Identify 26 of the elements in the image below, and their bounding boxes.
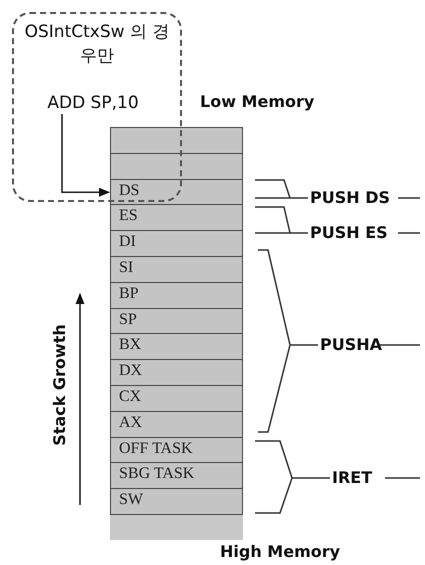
text-label: PUSHA: [320, 335, 382, 355]
stack-cell: BP: [110, 282, 243, 310]
stack-cell: SP: [110, 308, 243, 335]
stack-cell: ES: [110, 204, 243, 232]
stack-cell: DI: [110, 230, 243, 258]
stack-cell: SW: [110, 488, 243, 516]
stack-cell: DX: [110, 359, 243, 386]
callout-text: OSIntCtxSw 의 경우만: [24, 21, 170, 68]
text-label: PUSH ES: [310, 223, 388, 243]
empty-stack-cell: [110, 127, 243, 154]
stack-cell: BX: [110, 333, 243, 361]
stack-cell: SBG TASK: [110, 462, 243, 490]
empty-stack-cell: [110, 152, 243, 180]
stack-column: [110, 127, 243, 540]
stack-cell: OFF TASK: [110, 436, 243, 464]
arrow: [61, 114, 110, 197]
text-label: IRET: [332, 468, 372, 488]
stack-cell: AX: [110, 410, 243, 438]
stack-cell: SI: [110, 256, 243, 284]
instruction-text: ADD SP,10: [26, 92, 160, 114]
text-label: High Memory: [220, 542, 340, 562]
text-label: Low Memory: [200, 92, 314, 112]
stack-cell: CX: [110, 385, 243, 412]
stack-cell: DS: [110, 178, 243, 206]
text-label: PUSH DS: [310, 188, 390, 208]
axis-label: Stack Growth: [50, 324, 70, 446]
